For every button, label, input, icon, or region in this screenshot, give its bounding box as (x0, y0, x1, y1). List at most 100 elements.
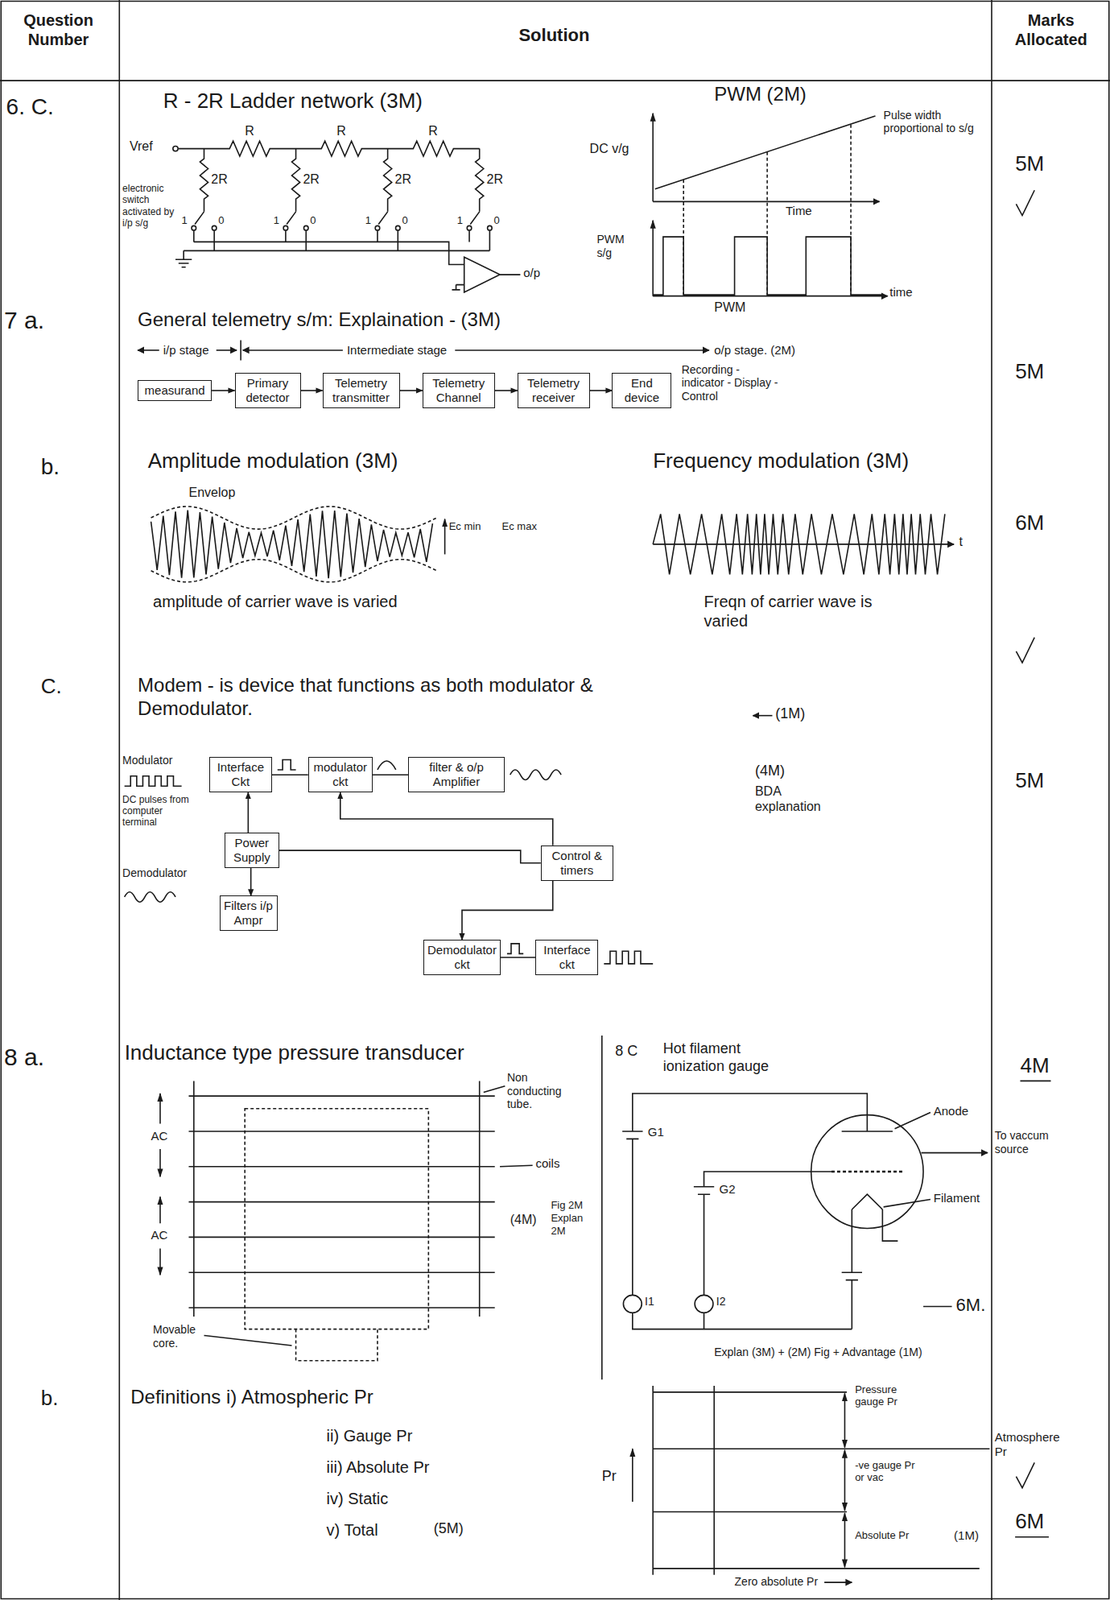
handwritten-text: Ec max (502, 519, 537, 533)
component-value: 2R (302, 171, 319, 187)
connector-arrow (279, 850, 541, 863)
axis-label: Pr (602, 1467, 617, 1486)
block-box: Demodulator ckt (423, 939, 501, 975)
graph-label: Absolute Pr (854, 1528, 909, 1542)
ink-stroke (159, 1247, 161, 1275)
box-label: measurand (141, 383, 208, 398)
block-box: Control & timers (540, 845, 614, 881)
part-name: coils (535, 1155, 560, 1171)
handwritten-text: Pulse width proportional to s/g (883, 108, 977, 137)
ink-stroke (824, 1580, 852, 1583)
block-box: measurand (137, 379, 212, 401)
axis-label: t (958, 533, 962, 549)
pwm-graph (652, 113, 888, 297)
component-value: 2R (395, 171, 412, 187)
handwritten-text: Recording - indicator - Display - Contro… (681, 363, 779, 404)
ink-stroke (239, 339, 242, 360)
ink-stroke (693, 1171, 832, 1329)
signal-name: o/p (523, 265, 541, 281)
box-label: filter & o/p Amplifier (412, 759, 501, 789)
ink-stroke (1015, 189, 1051, 1537)
ink-stroke (652, 201, 879, 203)
block-box: Interface ckt (535, 939, 599, 975)
mark-value: 6M (1015, 510, 1044, 536)
handwritten-text: Frequency modulation (3M) (652, 448, 909, 474)
component-value: 2R (486, 171, 504, 187)
ink-stroke (631, 1448, 634, 1502)
block-box: Power Supply (224, 832, 280, 868)
handwritten-text: electronic switch activated by i/p s/g (122, 182, 176, 230)
ink-stroke (283, 225, 289, 231)
switch-state: 0 (401, 214, 408, 227)
connector-arrow (340, 792, 553, 846)
box-label: Telemetry receiver (521, 375, 586, 405)
tick-marks (1015, 189, 1051, 1537)
ionization-gauge (622, 1093, 988, 1329)
ink-stroke (277, 759, 297, 770)
ink-stroke (487, 225, 493, 231)
handwritten-text: BDA explanation (755, 783, 836, 814)
handwritten-text: i/p stage (163, 342, 210, 358)
stage-arrows (137, 339, 710, 360)
ink-stroke (475, 148, 484, 212)
ink-stroke (651, 113, 654, 203)
switch-state: 0 (493, 214, 500, 227)
mark-value: 6M (1015, 1508, 1044, 1534)
handwritten-text: DC pulses from computer terminal (122, 793, 199, 829)
ink-stroke (603, 950, 653, 964)
question-number: 8 C (614, 1042, 638, 1061)
component-value: 2R (210, 171, 227, 187)
signal-name: AC (151, 1128, 169, 1144)
handwritten-text: v) Total (326, 1519, 379, 1540)
box-label: Interface ckt (539, 942, 595, 972)
box-label: End device (615, 375, 668, 405)
handwritten-text: (1M) (953, 1527, 979, 1543)
block-box: Telemetry transmitter (322, 372, 401, 409)
ink-stroke (377, 760, 397, 770)
connector-arrow (272, 773, 309, 776)
mark-value: 4M (1019, 1052, 1049, 1078)
box-label: Telemetry Channel (426, 375, 492, 405)
ink-stroke (124, 891, 176, 903)
switch-state: 0 (309, 214, 316, 227)
ink-stroke (841, 1209, 899, 1329)
header-cell: Marks Allocated (994, 10, 1108, 50)
ink-stroke (601, 1035, 603, 1379)
ink-stroke (244, 1108, 429, 1361)
component-value: I2 (716, 1294, 727, 1309)
ink-stroke (851, 1193, 883, 1210)
ink-stroke (243, 349, 343, 351)
ink-stroke (199, 148, 208, 212)
handwritten-text: PWM (2M) (713, 82, 807, 107)
block-box: Primary detector (235, 372, 302, 409)
handwritten-text: iv) Static (326, 1488, 389, 1508)
block-box: Filters i/p Ampr (219, 895, 278, 931)
question-number: b. (41, 1385, 59, 1411)
ink-stroke (291, 148, 300, 212)
handwritten-text: (1M) (775, 705, 805, 723)
ink-stroke (151, 506, 438, 529)
switch-state: 1 (365, 214, 372, 227)
handwritten-text: Hot filament ionization gauge (663, 1039, 801, 1075)
switch-state: 1 (181, 214, 188, 227)
component-value: R (244, 123, 255, 139)
part-name: To vaccum source (994, 1128, 1060, 1156)
ink-stroke (137, 349, 160, 351)
ink-stroke (151, 559, 438, 582)
ink-stroke (622, 1093, 867, 1329)
ink-stroke (396, 225, 401, 231)
ink-stroke (175, 241, 490, 267)
switch-state: 1 (273, 214, 280, 227)
connector-arrow (250, 867, 252, 896)
ink-stroke (193, 1080, 480, 1317)
connector-arrow (372, 773, 409, 776)
mark-value: 5M (1015, 151, 1044, 177)
switch-state: 0 (218, 214, 224, 227)
part-name: Filament (933, 1190, 981, 1205)
handwritten-text: (4M) (510, 1211, 537, 1227)
handwritten-text: Definitions i) Atmospheric Pr (130, 1385, 373, 1409)
ink-stroke (652, 513, 945, 574)
ink-stroke (454, 349, 710, 351)
ink-stroke (178, 140, 480, 157)
signal-name: Vref (129, 138, 153, 154)
